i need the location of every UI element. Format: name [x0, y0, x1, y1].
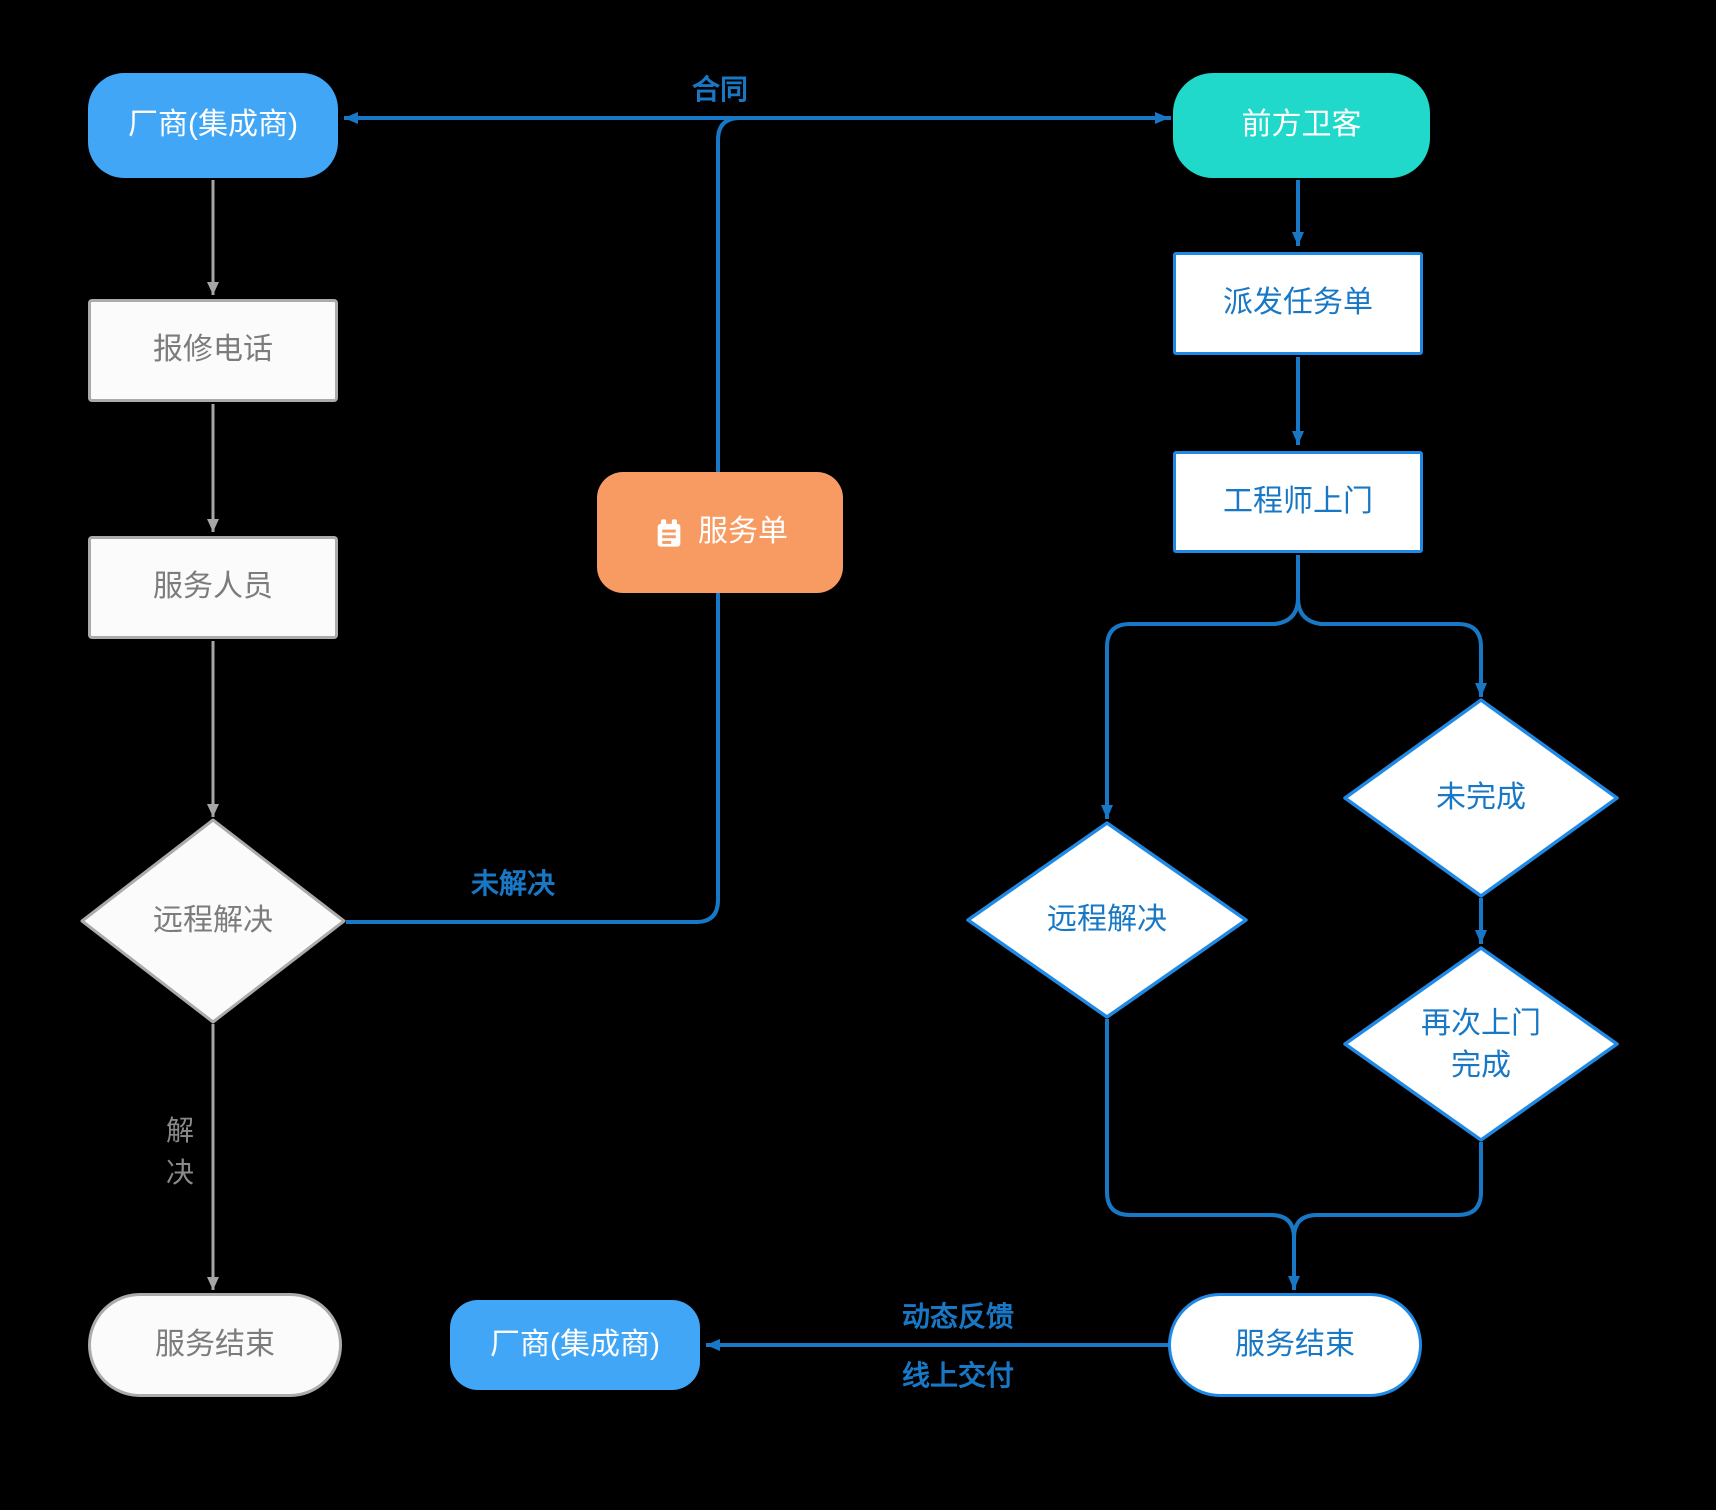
- node-repair-call-label: 报修电话: [153, 333, 273, 367]
- clipboard-list-icon: [652, 516, 686, 550]
- revisit-completed-line2: 完成: [1451, 1049, 1511, 1082]
- not-completed-text: 未完成: [1436, 781, 1526, 814]
- revisit-completed-diamond-shape: [1343, 946, 1619, 1142]
- edge-label-solved: 解决: [165, 1115, 194, 1188]
- not-completed-diamond-shape: [1343, 698, 1619, 898]
- node-service-end-right: 服务结束: [1168, 1293, 1422, 1397]
- edge-split-right: [1296, 555, 1487, 697]
- node-service-end-right-label: 服务结束: [1235, 1327, 1355, 1361]
- remote-resolve-left-label: 远程解决: [82, 891, 344, 951]
- node-dispatch-task: 派发任务单: [1173, 252, 1423, 355]
- revisit-completed-line1: 再次上门: [1421, 1007, 1541, 1040]
- edge-merge-left: [1105, 1019, 1300, 1290]
- node-repair-call: 报修电话: [88, 299, 338, 402]
- edge-label-dynamic-feedback: 动态反馈: [901, 1301, 1014, 1332]
- remote-resolve-right-diamond-shape: [966, 821, 1248, 1019]
- node-engineer-onsite: 工程师上门: [1173, 451, 1423, 553]
- node-dispatch-task-label: 派发任务单: [1223, 286, 1373, 320]
- node-engineer-onsite-label: 工程师上门: [1223, 484, 1373, 518]
- revisit-completed-label: 再次上门 完成: [1350, 1000, 1612, 1090]
- edge-label-unsolved: 未解决: [470, 868, 555, 899]
- node-service-staff-label: 服务人员: [153, 570, 273, 604]
- node-manufacturer-top: 厂商(集成商): [88, 73, 338, 178]
- node-front-weike: 前方卫客: [1173, 73, 1430, 178]
- node-service-ticket-label: 服务单: [698, 515, 788, 549]
- node-service-staff: 服务人员: [88, 536, 338, 639]
- edge-label-contract: 合同: [691, 74, 748, 105]
- node-manufacturer-top-label: 厂商(集成商): [128, 108, 298, 142]
- remote-resolve-right-text: 远程解决: [1047, 903, 1167, 936]
- not-completed-label: 未完成: [1350, 768, 1612, 828]
- remote-resolve-left-diamond-shape: [80, 818, 346, 1024]
- node-service-ticket: 服务单: [597, 472, 843, 593]
- node-manufacturer-bottom: 厂商(集成商): [450, 1300, 700, 1390]
- edge-split-left: [1101, 555, 1300, 819]
- node-service-end-left-label: 服务结束: [155, 1327, 275, 1361]
- node-service-end-left: 服务结束: [88, 1293, 342, 1397]
- edge-merge-right: [1292, 1142, 1483, 1239]
- remote-resolve-right-label: 远程解决: [976, 890, 1238, 950]
- node-manufacturer-bottom-label: 厂商(集成商): [490, 1327, 660, 1361]
- edge-label-online-delivery: 线上交付: [901, 1360, 1014, 1391]
- remote-resolve-left-text: 远程解决: [153, 904, 273, 937]
- node-front-weike-label: 前方卫客: [1241, 108, 1362, 142]
